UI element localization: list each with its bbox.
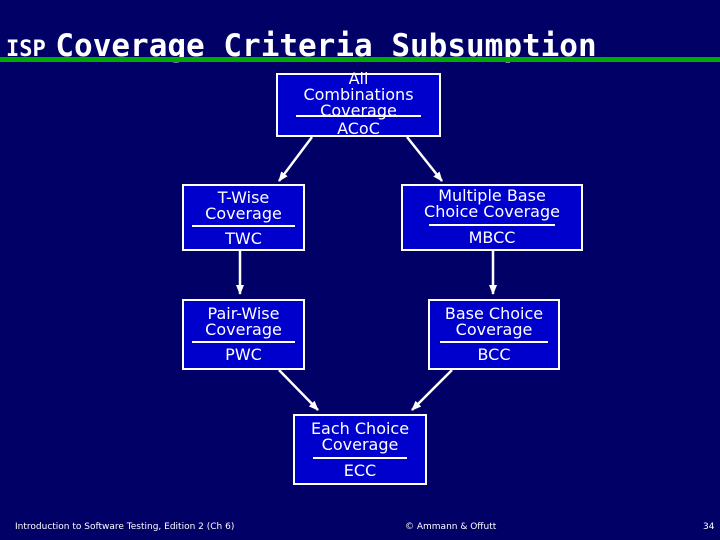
node-mbcc: Multiple Base Choice Coverage MBCC (401, 184, 583, 251)
node-acoc: All Combinations Coverage ACoC (276, 69, 441, 138)
node-bcc-abbr: BCC (477, 345, 511, 364)
node-twc-name: T-Wise Coverage (205, 188, 282, 223)
node-bcc-name: Base Choice Coverage (444, 304, 544, 339)
node-mbcc-rule (429, 224, 555, 226)
footer-copyright: © Ammann & Offutt (405, 522, 497, 532)
node-ecc-name: Each Choice Coverage (310, 419, 410, 454)
node-ecc-rule (313, 457, 407, 459)
node-pwc-name: Pair-Wise Coverage (205, 304, 282, 339)
edge-acoc-twc (278, 136, 313, 182)
node-bcc: Base Choice Coverage BCC (428, 299, 560, 370)
node-twc-rule (192, 225, 295, 227)
node-ecc-abbr: ECC (343, 461, 377, 480)
edge-acoc-mbcc (406, 136, 443, 182)
node-mbcc-name: Multiple Base Choice Coverage (424, 186, 560, 221)
node-mbcc-abbr: MBCC (468, 228, 516, 247)
node-pwc-abbr: PWC (225, 345, 262, 364)
node-twc-abbr: TWC (225, 229, 262, 248)
node-acoc-name: All Combinations Coverage (303, 69, 414, 120)
node-ecc: Each Choice Coverage ECC (293, 414, 427, 485)
node-pwc: Pair-Wise Coverage PWC (182, 299, 305, 370)
edge-bcc-ecc (411, 369, 453, 411)
title-underline (0, 57, 720, 62)
node-twc: T-Wise Coverage TWC (182, 184, 305, 251)
footer-page-number: 34 (703, 522, 715, 532)
footer-source: Introduction to Software Testing, Editio… (15, 522, 235, 532)
node-bcc-rule (440, 341, 548, 343)
node-acoc-abbr: ACoC (337, 119, 380, 138)
edge-pwc-ecc (278, 369, 319, 411)
node-pwc-rule (192, 341, 295, 343)
node-acoc-rule (296, 115, 421, 117)
